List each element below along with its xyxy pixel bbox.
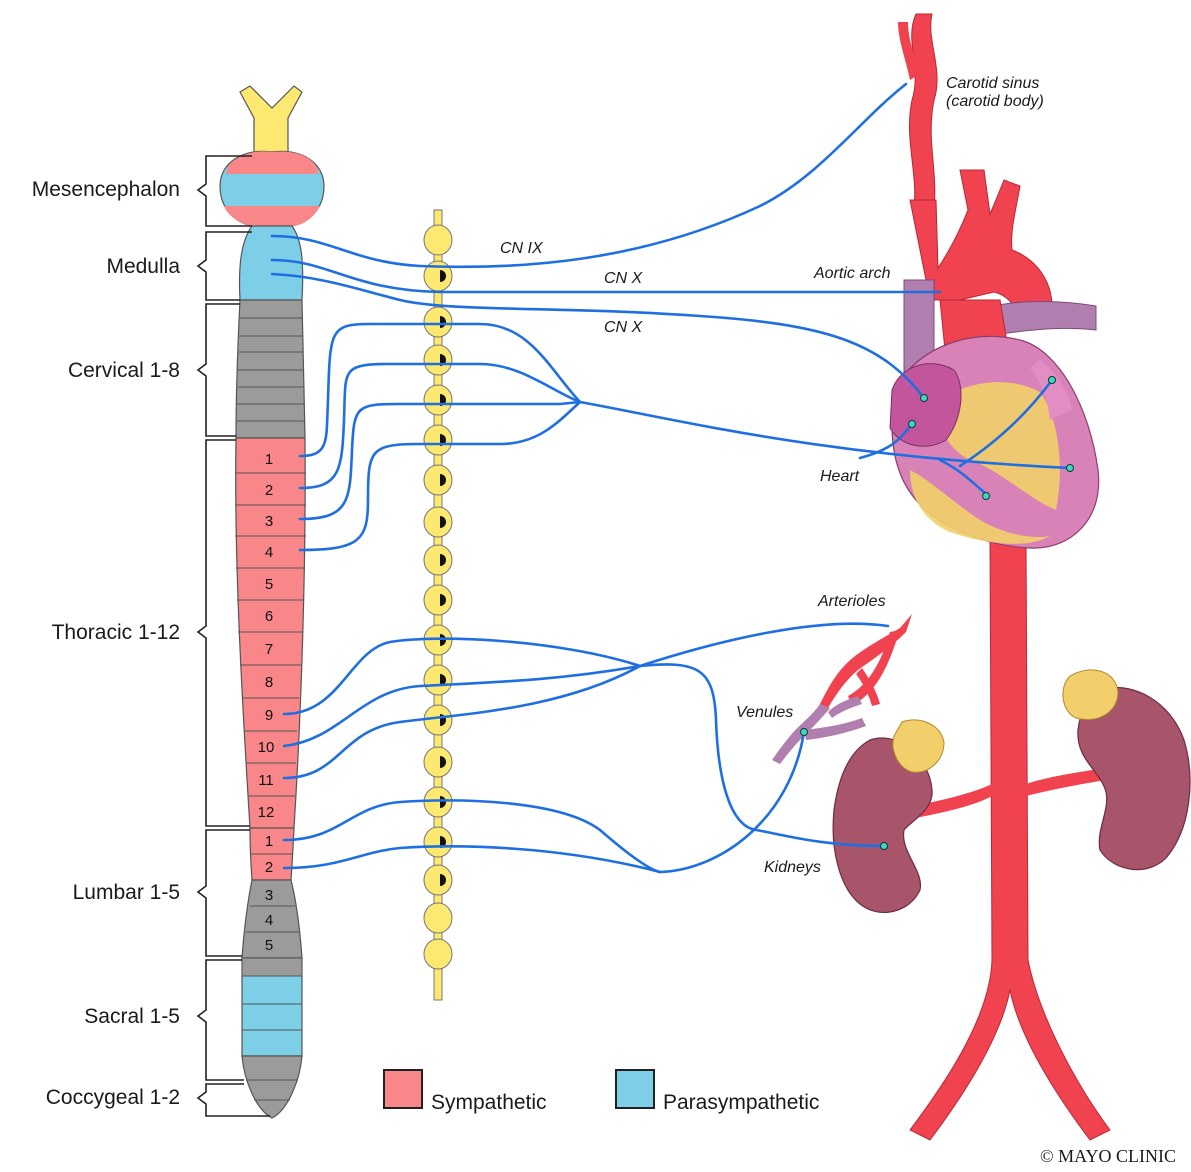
lumbar-segment-3: 3: [265, 887, 273, 904]
lumbar-segment-2: 2: [265, 859, 273, 876]
thoracic-segment-3: 3: [265, 513, 273, 530]
ganglion: [424, 865, 452, 895]
ganglion: [424, 827, 452, 857]
organ-label-carotid-sinus: Carotid sinus: [946, 75, 1039, 92]
thoracic-segment-9: 9: [265, 707, 273, 724]
ganglion: [424, 787, 452, 817]
region-label-cervical: Cervical 1-8: [68, 359, 180, 382]
lumbar-segment-5: 5: [265, 937, 273, 954]
thoracic-segment-8: 8: [265, 674, 273, 691]
ganglion: [424, 705, 452, 735]
legend-swatch-sympathetic: [384, 1070, 422, 1108]
ganglion: [424, 465, 452, 495]
cervical-cord: [236, 300, 305, 438]
ganglion: [424, 747, 452, 777]
ganglion: [424, 425, 452, 455]
ganglion: [424, 545, 452, 575]
ganglion: [424, 307, 452, 337]
organ-label-aortic-arch: Aortic arch: [813, 265, 891, 282]
lumbar-segment-4: 4: [265, 912, 273, 929]
ganglion: [424, 385, 452, 415]
thoracic-segment-12: 12: [258, 804, 275, 821]
region-label-thoracic: Thoracic 1-12: [52, 621, 180, 644]
copyright-notice: © MAYO CLINIC: [1040, 1146, 1176, 1166]
ganglion: [424, 939, 452, 969]
nerve-label-cn10-a: CN X: [604, 270, 644, 287]
coccygeal-cord: [242, 1056, 302, 1118]
lumbar-segment-1: 1: [265, 833, 273, 850]
legend: Sympathetic Parasympathetic: [384, 1070, 819, 1114]
thoracic-segment-4: 4: [265, 544, 273, 561]
thoracic-segment-11: 11: [258, 772, 274, 789]
nerve-label-cn9: CN IX: [500, 240, 544, 257]
legend-label-sympathetic: Sympathetic: [431, 1091, 547, 1114]
thoracic-segment-6: 6: [265, 608, 273, 625]
organ-label-heart: Heart: [820, 468, 860, 485]
ganglion: [424, 903, 452, 933]
optic-tract-shape: [240, 86, 302, 160]
thoracic-segment-7: 7: [265, 641, 273, 658]
sympathetic-ganglion-chain: [424, 210, 452, 1000]
region-label-coccygeal: Coccygeal 1-2: [46, 1086, 180, 1109]
legend-swatch-parasympathetic: [616, 1070, 654, 1108]
ganglion: [424, 507, 452, 537]
region-label-lumbar: Lumbar 1-5: [73, 881, 180, 904]
thoracic-segment-1: 1: [265, 451, 273, 468]
organ-label-venules: Venules: [736, 704, 793, 721]
organ-label-carotid-body: (carotid body): [946, 93, 1044, 110]
ganglion: [424, 665, 452, 695]
organ-label-kidneys: Kidneys: [764, 859, 821, 876]
region-label-medulla: Medulla: [106, 255, 180, 278]
ganglion: [424, 345, 452, 375]
heart-illustration: [890, 280, 1099, 548]
organ-label-arterioles: Arterioles: [817, 593, 886, 610]
thoracic-segment-5: 5: [265, 576, 273, 593]
aorta: [898, 14, 1110, 1140]
thoracic-segment-10: 10: [258, 739, 275, 756]
region-label-mesencephalon: Mesencephalon: [32, 178, 180, 201]
ganglion: [424, 625, 452, 655]
ganglion: [424, 225, 452, 255]
thoracic-segment-2: 2: [265, 482, 273, 499]
legend-label-parasympathetic: Parasympathetic: [663, 1091, 819, 1114]
region-label-sacral: Sacral 1-5: [84, 1005, 180, 1028]
nerve-label-cn10-b: CN X: [604, 319, 644, 336]
ganglion: [424, 585, 452, 615]
